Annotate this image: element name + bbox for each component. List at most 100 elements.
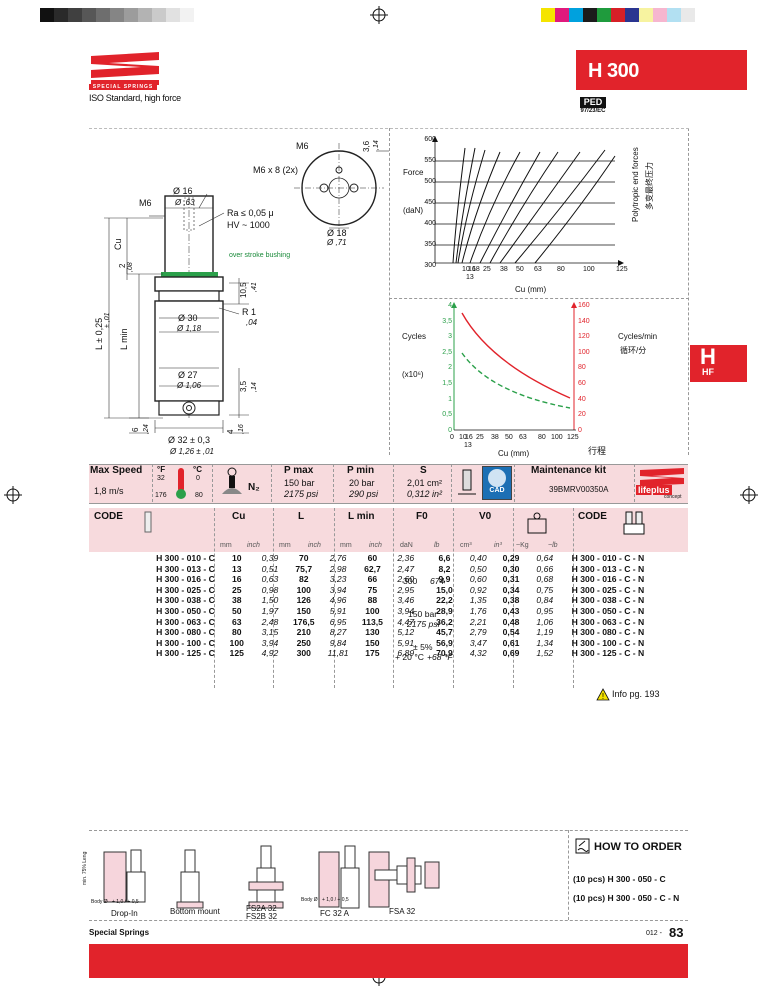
cycles-xtick: 100 [551, 434, 563, 441]
value-cell: 4,32 [469, 648, 487, 659]
dim-3-6-inch: ,14 [373, 140, 380, 150]
value-cell: 0,84 [536, 595, 554, 606]
col-lmin: L min [348, 511, 375, 522]
mount-drop-in[interactable]: Drop-In [111, 909, 138, 918]
d18-inch: Ø ,71 [327, 238, 347, 247]
value-cell: 250 [296, 637, 311, 648]
value-cell: 0,75 [536, 584, 554, 595]
value-cell: 2,60 [397, 574, 415, 585]
gas-cylinder-icon [222, 467, 242, 494]
surface-label: S [420, 465, 427, 476]
d16-inch: Ø ,63 [175, 198, 195, 207]
thermometer-icon [176, 468, 186, 499]
unit-cm3: cm³ [460, 542, 472, 549]
value-cell: 88 [367, 595, 378, 606]
order-form-icon [575, 838, 590, 854]
force-sidelabel-cn: 多变最终压力 [645, 162, 654, 210]
value-cell: 10 [231, 553, 242, 563]
dim-10-5-inch: ,41 [251, 282, 258, 292]
order-example-2[interactable]: (10 pcs) H 300 - 050 - C - N [573, 893, 680, 903]
mount-fc32a[interactable]: FC 32 A [320, 909, 349, 918]
cycles-xtick: 16 [465, 434, 473, 441]
cycles-xtick: 38 [491, 434, 499, 441]
temp-f-hi: 32 [157, 475, 165, 482]
cycles-ytick-left: 3,5 [442, 317, 452, 325]
col-l: L [298, 511, 305, 522]
col-v0: V0 [479, 511, 492, 522]
cycles-right-label-cn: 循环/分 [620, 346, 647, 355]
value-cell: 82 [298, 574, 309, 585]
force-chart [432, 136, 624, 266]
code-cell: H 300 - 010 - C [156, 553, 215, 563]
cycles-xtick-13: 13 [464, 442, 472, 449]
cycles-ytick-right: 80 [578, 364, 586, 372]
category-tab[interactable]: H HF [690, 344, 747, 382]
code-cell: H 300 - 125 - C [156, 648, 215, 659]
dim-3-5: 3,5 [239, 380, 248, 392]
cu-label: Cu [113, 238, 123, 250]
value-cell: 66 [367, 574, 378, 585]
value-cell: 4,92 [261, 648, 279, 659]
value-cell: 176,5 [293, 616, 315, 627]
r1-label: R 1 [242, 307, 257, 317]
mount-fs2b[interactable]: FS2B 32 [246, 912, 278, 921]
code-n-cell: H 300 - 080 - C - N [571, 627, 645, 638]
lifeplus-sub: concept [664, 494, 682, 500]
registration-mark-icon [740, 486, 758, 504]
cad-label: CAD [489, 487, 505, 494]
pmin-psi: 290 psi [349, 489, 379, 499]
value-cell: 50 [231, 605, 242, 616]
force-ytick: 300 [424, 262, 436, 269]
weight-icon [527, 512, 547, 534]
cycles-xlabel-cn: 行程 [588, 446, 607, 456]
value-cell: 1,34 [536, 637, 554, 648]
registration-mark-icon [370, 6, 388, 24]
max-speed-value: 1,8 m/s [94, 486, 124, 496]
value-cell: 15,0 [436, 584, 453, 595]
value-cell: 100 [365, 605, 380, 616]
cycles-ytick-right: 20 [578, 411, 586, 419]
value-cell: 3,46 [397, 595, 415, 606]
unit-inch: inch [247, 542, 260, 549]
value-cell: 9,84 [329, 637, 347, 648]
mount-fsa32[interactable]: FSA 32 [389, 907, 416, 916]
value-cell: 22,2 [436, 595, 453, 606]
value-cell: 5,12 [397, 627, 415, 638]
value-cell: 0,51 [261, 563, 279, 574]
cycles-ytick-left: 1 [448, 395, 452, 403]
col-f0: F0 [416, 511, 428, 522]
cad-button[interactable]: CAD [482, 466, 512, 500]
mount-fs2a[interactable]: FS2A 32 [246, 904, 277, 913]
gas-label: N₂ [248, 482, 260, 493]
value-cell: 1,76 [469, 605, 487, 616]
value-cell: 0,30 [502, 563, 520, 574]
temperature-f: +68 °F [427, 652, 453, 662]
registration-mark-icon [4, 486, 22, 504]
unit-kg: ~Kg [516, 542, 529, 549]
force-xtick: 63 [534, 266, 542, 273]
cycles-xtick: 63 [519, 434, 527, 441]
force-ytick: 500 [424, 178, 436, 185]
category-tab-small: HF [702, 367, 714, 377]
value-cell: 3,47 [469, 637, 487, 648]
unit-mm: mm [220, 542, 232, 549]
value-cell: 62,7 [364, 563, 381, 574]
value-cell: 1,97 [261, 605, 279, 616]
value-cell: 1,06 [536, 616, 554, 627]
mounting-options-drawing [103, 845, 440, 909]
cylinder-drawing [104, 143, 389, 434]
order-example-1[interactable]: (10 pcs) H 300 - 050 - C [573, 874, 666, 884]
info-note[interactable]: Info pg. 193 [612, 689, 660, 699]
mount-bottom[interactable]: Bottom mount [170, 907, 220, 916]
cycles-xtick: 80 [538, 434, 546, 441]
lifeplus-logo-icon [640, 468, 684, 486]
footer-band [89, 944, 688, 978]
dim-10-5: 10,5 [239, 282, 248, 298]
value-cell: 60 [367, 553, 378, 563]
value-cell: 3,94 [261, 637, 279, 648]
